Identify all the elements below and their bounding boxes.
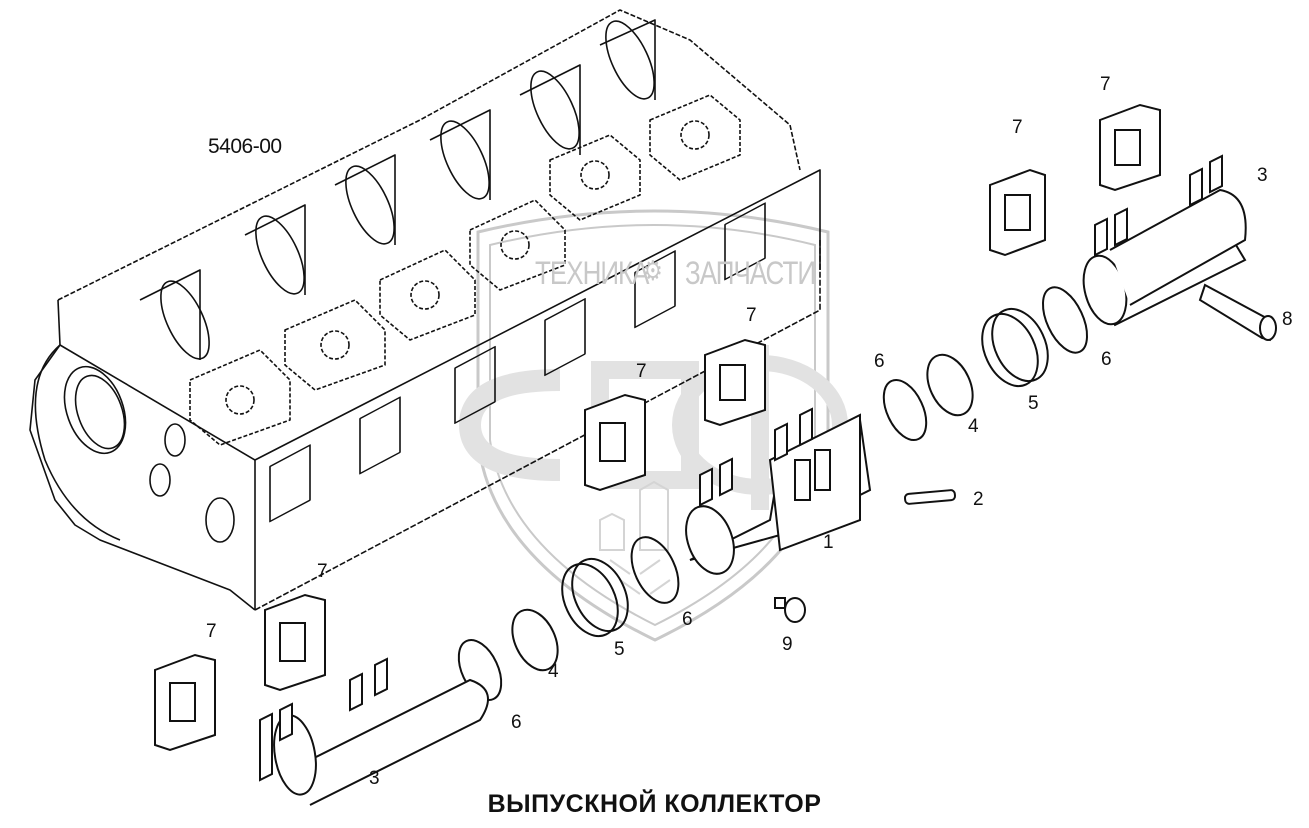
- gasket-part-7: [989, 168, 1046, 257]
- gasket-part-7: [704, 338, 766, 427]
- callout-7: 7: [206, 621, 217, 642]
- stud-part-2: [903, 489, 957, 505]
- callout-6: 6: [874, 351, 885, 372]
- callout-4: 4: [548, 661, 559, 682]
- manifold-parts: [259, 154, 1277, 806]
- callout-7: 7: [1100, 74, 1111, 95]
- watermark-text-left: ТЕХНИКА: [535, 254, 650, 292]
- callout-8: 8: [1282, 309, 1293, 330]
- bellows-part-5: [561, 562, 619, 638]
- gasket-part-7: [264, 593, 326, 692]
- gear-icon: ⚙: [643, 254, 663, 286]
- manifold-end-right: [1082, 154, 1247, 327]
- callout-5: 5: [614, 639, 625, 660]
- clamp-part-6: [882, 379, 928, 441]
- callout-3: 3: [1257, 165, 1268, 186]
- callout-7: 7: [1012, 117, 1023, 138]
- manifold-center-part-1: [685, 407, 872, 575]
- bellows-part-5: [981, 312, 1039, 388]
- callout-7: 7: [317, 561, 328, 582]
- clamp-part-6: [630, 536, 680, 604]
- callout-5: 5: [1028, 393, 1039, 414]
- cylinder-head: [29, 9, 821, 611]
- callout-1: 1: [823, 532, 834, 553]
- gasket-part-7: [154, 653, 216, 752]
- bolt-part-8: [1198, 283, 1277, 342]
- sleeve-part-4: [511, 608, 559, 672]
- plug-part-9: [774, 597, 806, 623]
- gasket-part-7: [1099, 103, 1161, 192]
- callout-6: 6: [1101, 349, 1112, 370]
- clamp-part-6: [457, 639, 503, 701]
- callout-2: 2: [973, 489, 984, 510]
- callout-3: 3: [369, 768, 380, 789]
- sleeve-part-4: [926, 353, 974, 417]
- watermark-text-right: ЗАПЧАСТИ: [685, 254, 816, 292]
- gasket-part-7: [584, 393, 646, 492]
- diagram-title: ВЫПУСКНОЙ КОЛЛЕКТОР: [487, 790, 822, 818]
- callout-7: 7: [636, 361, 647, 382]
- engine-code-label: 5406-00: [208, 135, 282, 158]
- gaskets: [154, 103, 1161, 752]
- callout-7: 7: [746, 305, 757, 326]
- manifold-end-left: [259, 657, 489, 806]
- callout-6: 6: [682, 609, 693, 630]
- callout-9: 9: [782, 634, 793, 655]
- clamp-part-6: [1041, 286, 1089, 354]
- callout-4: 4: [968, 416, 979, 437]
- callout-6: 6: [511, 712, 522, 733]
